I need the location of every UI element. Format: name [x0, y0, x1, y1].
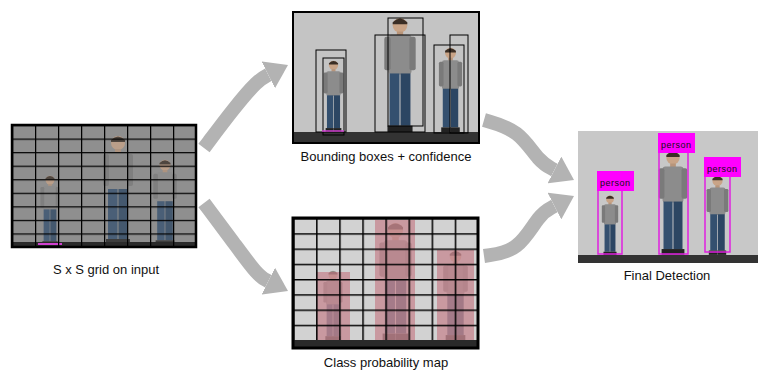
panel-caption: S x S grid on input [53, 262, 159, 278]
class-label: person [704, 157, 741, 177]
bounding-box-image [293, 12, 479, 143]
flow-arrow [204, 75, 268, 148]
grid-image [12, 125, 196, 247]
flow-arrow [484, 120, 554, 170]
class-label: person [658, 133, 695, 153]
class-label: person [597, 171, 634, 191]
class-label-text: person [600, 178, 631, 188]
image-panel: Bounding boxes + confidence [290, 10, 482, 165]
panel-caption: Class probability map [324, 355, 448, 371]
flow-arrow [484, 206, 554, 256]
final-detection-image [578, 131, 758, 263]
flow-arrow [204, 203, 268, 281]
image-panel: Final Detection person person person [576, 129, 758, 284]
class-probability-image [293, 218, 478, 348]
image-panel: Class probability map [290, 216, 482, 371]
class-label-text: person [707, 164, 738, 174]
panel-caption: Bounding boxes + confidence [301, 149, 472, 165]
image-panel: S x S grid on input [10, 123, 202, 278]
panel-caption: Final Detection [624, 268, 711, 284]
class-label-text: person [661, 140, 692, 150]
